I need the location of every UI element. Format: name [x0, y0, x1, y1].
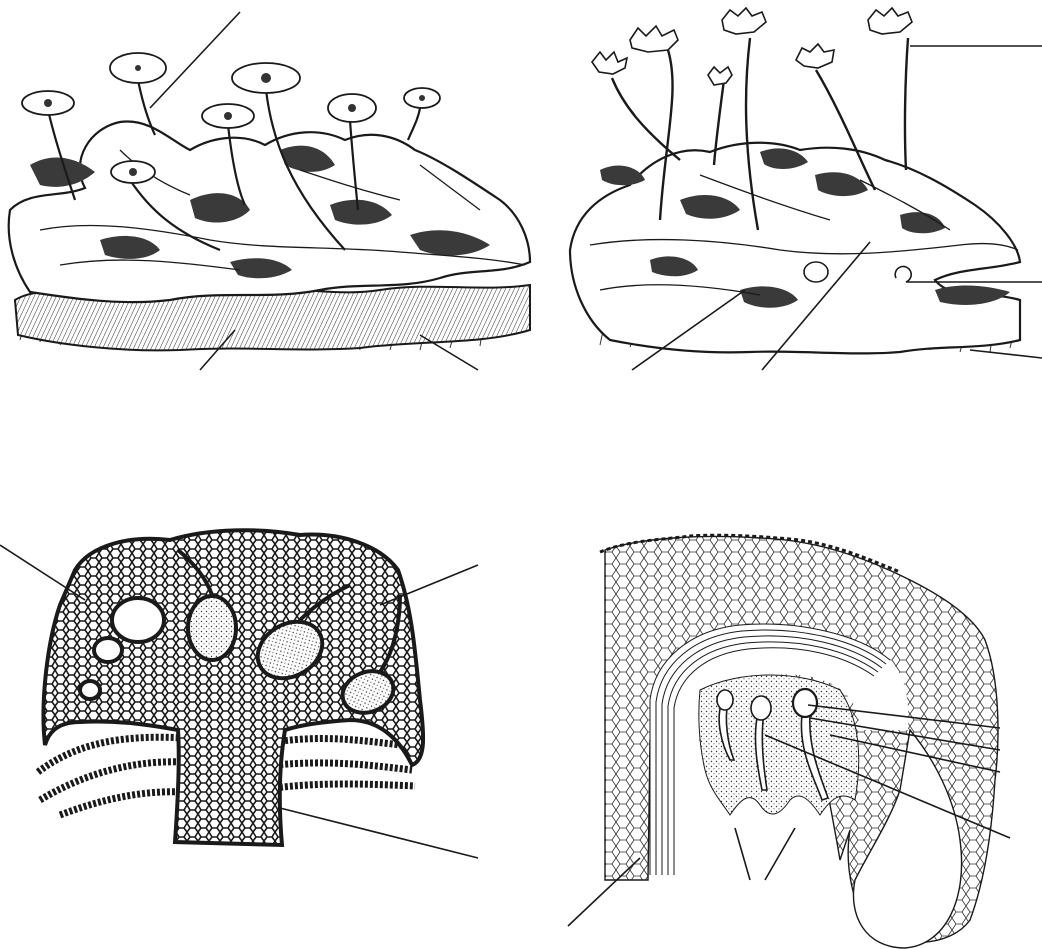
- panel-male-thallus: [9, 12, 530, 370]
- panel-female-thallus: [570, 8, 1042, 370]
- panel-archegoniophore-section: [568, 535, 1010, 948]
- archegoniophore-heads: [592, 8, 912, 85]
- panel-antheridiophore-section: [0, 530, 478, 858]
